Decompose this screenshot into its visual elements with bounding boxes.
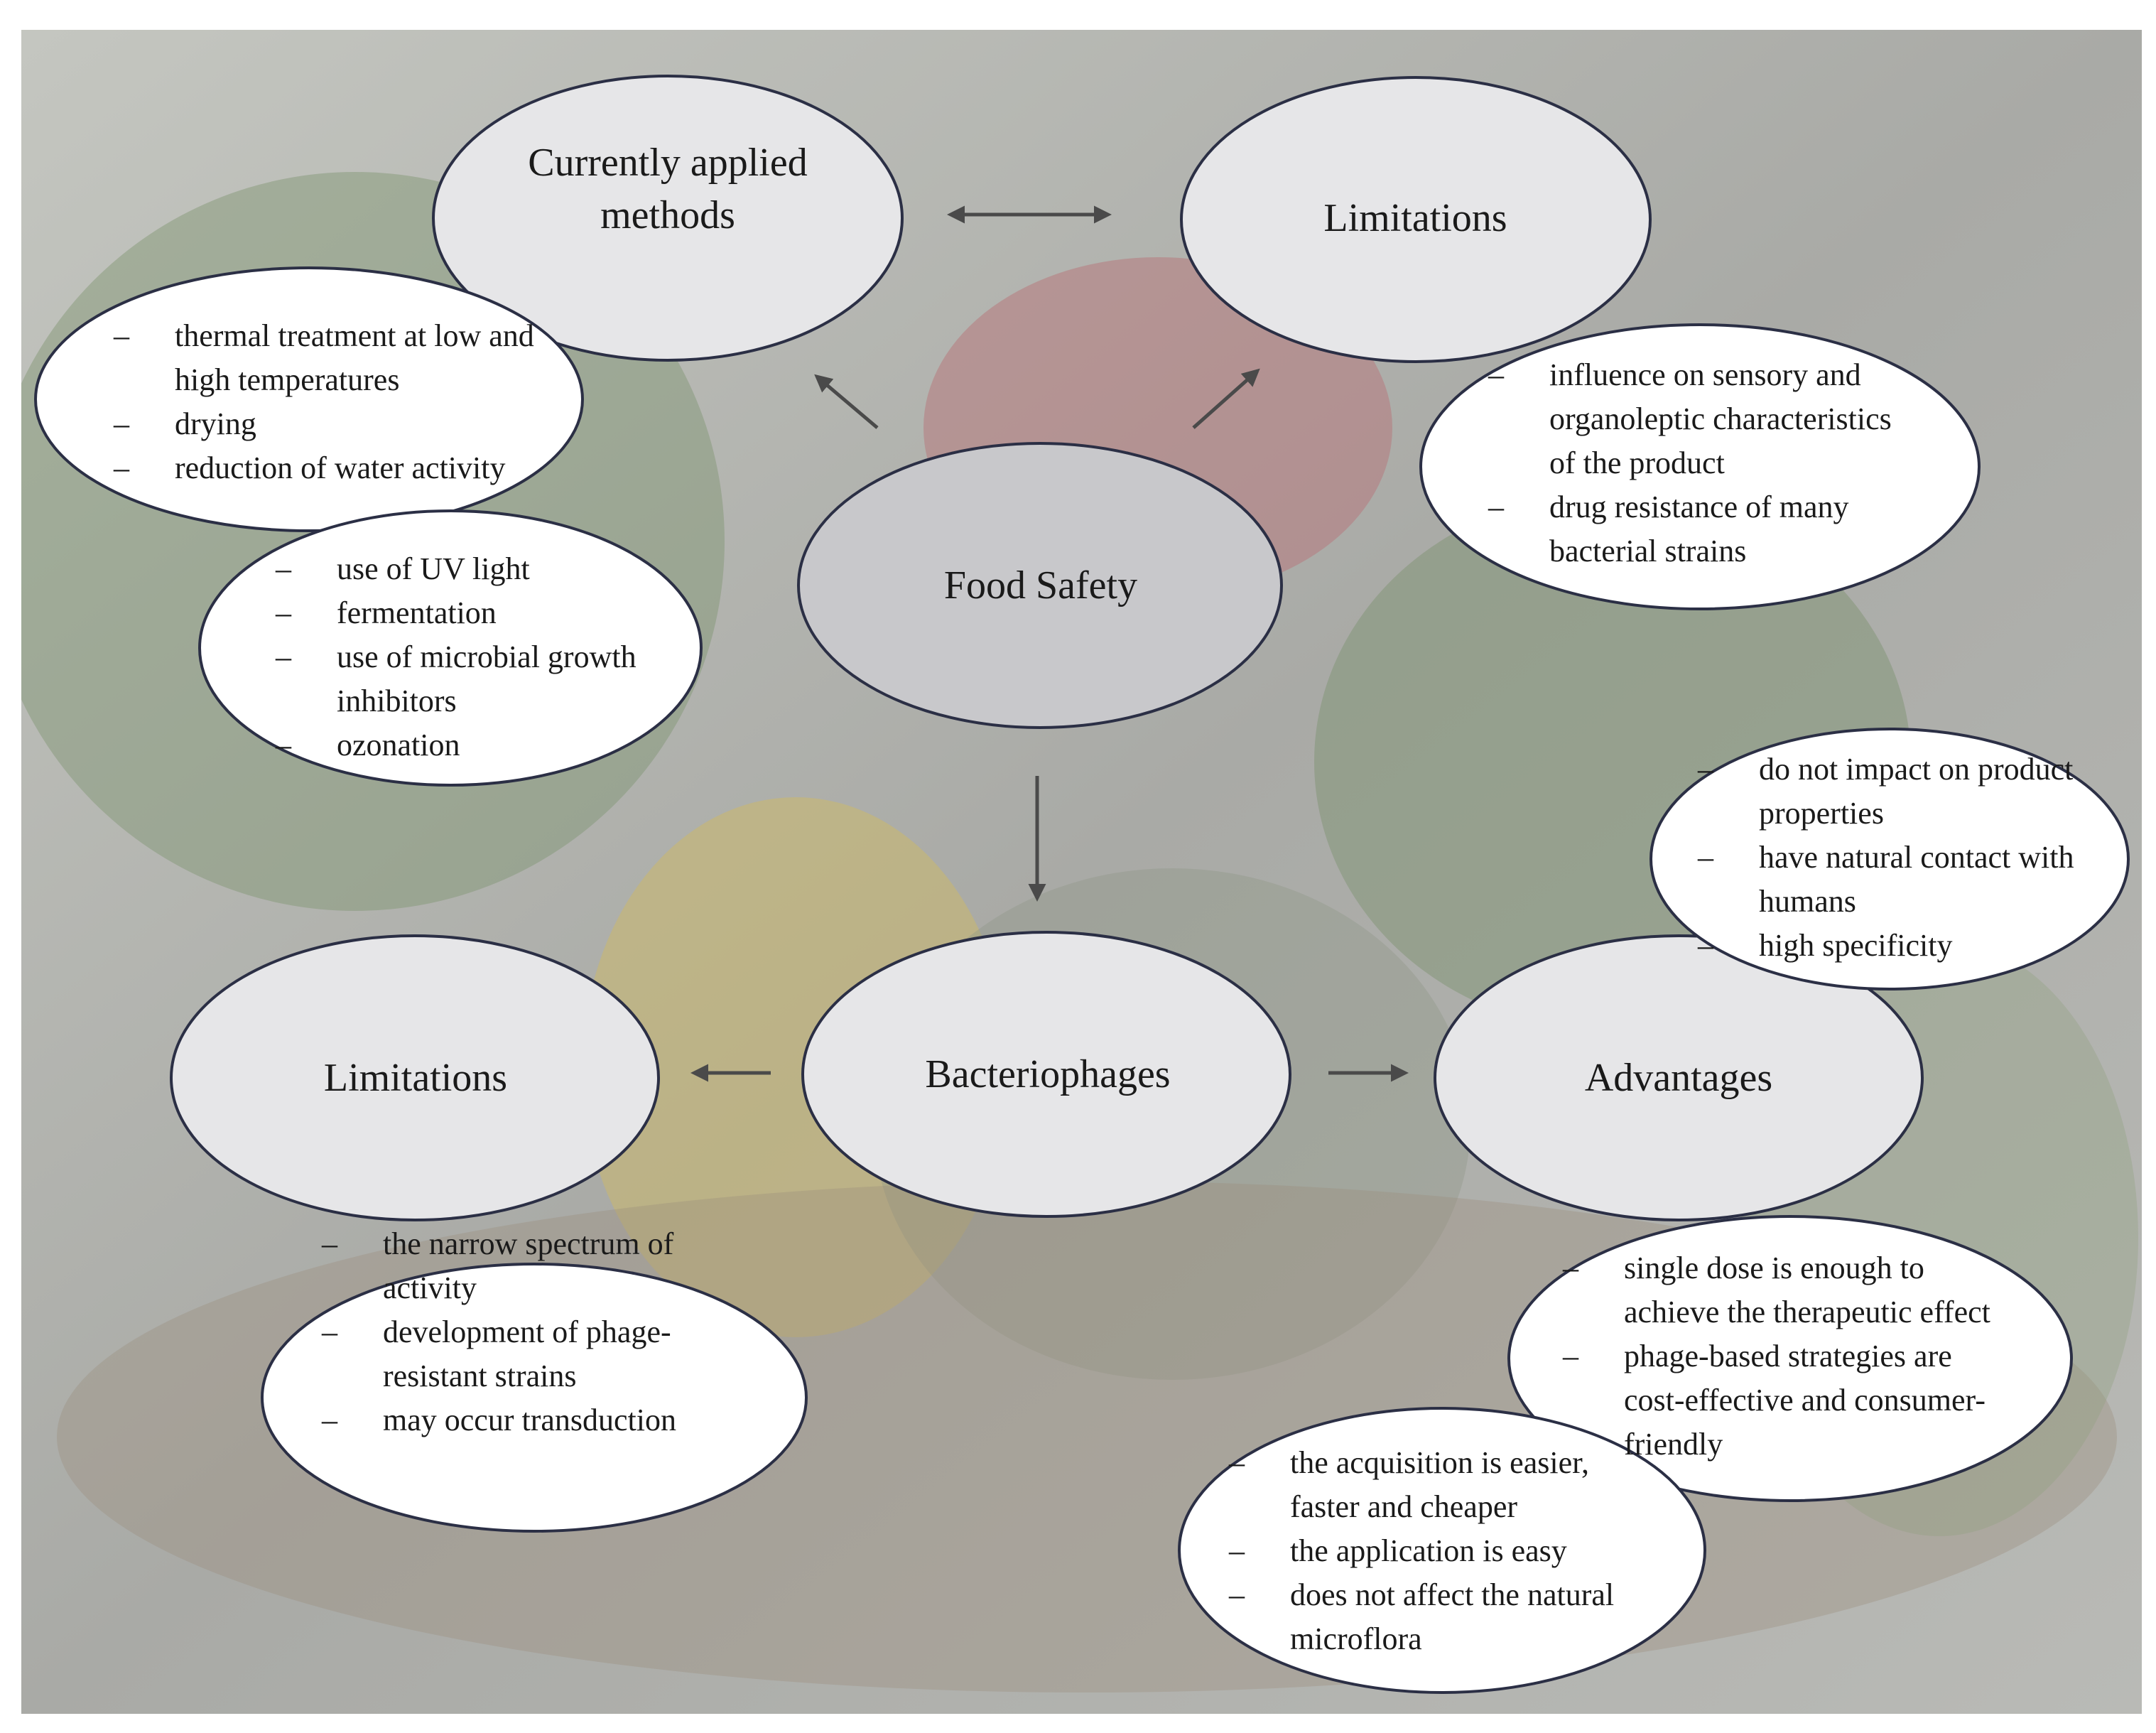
list-item: reduction of water activity (114, 446, 568, 490)
bacteriophages-label: Bacteriophages (925, 1052, 1171, 1096)
connector-arrows (690, 205, 1409, 1082)
node-advantages (1434, 934, 1924, 1221)
list-item: drug resistance of many bacterial strain… (1488, 485, 1893, 573)
list-item: fermentation (276, 591, 659, 635)
advantages-list-c: the acquisition is easier, faster and ch… (1229, 1441, 1648, 1661)
list-item: influence on sensory and organoleptic ch… (1488, 353, 1893, 485)
node-food-safety (797, 442, 1283, 729)
limitations-bottom-list: the narrow spectrum of activity developm… (322, 1222, 720, 1442)
limitations-bottom-title: Limitations (323, 1056, 508, 1100)
advantages-title: Advantages (1584, 1056, 1773, 1100)
list-item: use of UV light (276, 547, 659, 591)
list-item: the acquisition is easier, faster and ch… (1229, 1441, 1648, 1529)
methods-list-a: thermal treatment at low and high temper… (114, 314, 568, 490)
list-item: thermal treatment at low and high temper… (114, 314, 568, 402)
node-bacteriophages (801, 931, 1291, 1218)
list-item: does not affect the natural microflora (1229, 1573, 1648, 1661)
diagram-frame: Currently applied methods Limitations Fo… (21, 30, 2142, 1714)
list-item: have natural contact with humans (1698, 836, 2081, 924)
list-item: the application is easy (1229, 1529, 1648, 1573)
list-item: development of phage-resistant strains (322, 1310, 720, 1398)
arrow-foodsafety-limitations (1192, 368, 1260, 429)
list-item: do not impact on product properties (1698, 747, 2081, 836)
arrow-foodsafety-methods (814, 374, 879, 429)
list-item: drying (114, 402, 568, 446)
list-item: high specificity (1698, 924, 2081, 968)
node-methods (432, 75, 904, 362)
advantages-list-a: do not impact on product properties have… (1698, 747, 2081, 968)
list-item: may occur transduction (322, 1398, 720, 1442)
list-item: use of microbial growth inhibitors (276, 635, 659, 723)
list-item: ozonation (276, 723, 659, 767)
advantages-list-b: single dose is enough to achieve the the… (1563, 1246, 2003, 1467)
node-limitations-top (1180, 76, 1652, 363)
limitations-top-title: Limitations (1323, 196, 1507, 240)
food-safety-label: Food Safety (943, 563, 1138, 608)
methods-title: Currently applied methods (528, 141, 808, 237)
limitations-top-list: influence on sensory and organoleptic ch… (1488, 353, 1893, 573)
node-limitations-bottom (170, 934, 660, 1221)
list-item: the narrow spectrum of activity (322, 1222, 720, 1310)
methods-list-b: use of UV light fermentation use of micr… (276, 547, 659, 767)
list-item: single dose is enough to achieve the the… (1563, 1246, 2003, 1334)
